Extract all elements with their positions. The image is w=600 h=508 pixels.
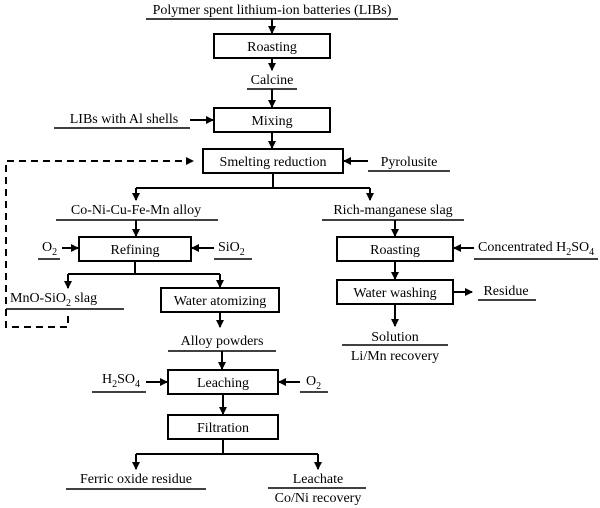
mixing-box bbox=[213, 107, 331, 133]
feed-label: Polymer spent lithium-ion batteries (LIB… bbox=[153, 3, 392, 18]
refining-label: Refining bbox=[111, 243, 160, 258]
alloy-label: Co-Ni-Cu-Fe-Mn alloy bbox=[71, 203, 201, 218]
recycle-loop-dashed bbox=[5, 160, 190, 328]
pyrolusite-label: Pyrolusite bbox=[381, 155, 438, 170]
al-shells-label: LIBs with Al shells bbox=[70, 112, 179, 127]
roasting-label: Roasting bbox=[247, 40, 297, 55]
sio2-label: SiO2 bbox=[218, 240, 245, 258]
water-washing-label: Water washing bbox=[353, 286, 436, 301]
calcine-label: Calcine bbox=[251, 73, 294, 88]
mn-slag-label: Rich-manganese slag bbox=[333, 203, 452, 218]
o2-refining-label: O2 bbox=[42, 240, 57, 258]
conc-acid-label: Concentrated H2SO4 bbox=[478, 240, 594, 258]
mno-slag-label: MnO-SiO2 slag bbox=[10, 291, 97, 309]
h2so4-label: H2SO4 bbox=[102, 372, 140, 390]
solution-label: Solution bbox=[371, 330, 418, 345]
smelting-label: Smelting reduction bbox=[220, 155, 327, 170]
filtration-box bbox=[167, 414, 279, 440]
filtration-label: Filtration bbox=[197, 421, 249, 436]
recycle-arrowhead bbox=[186, 157, 194, 165]
o2-leaching-label: O2 bbox=[306, 374, 321, 392]
leachate-label: Leachate bbox=[293, 472, 344, 487]
roasting-box bbox=[213, 33, 331, 59]
leaching-box bbox=[167, 369, 279, 395]
residue-label: Residue bbox=[483, 284, 528, 299]
water-atomizing-label: Water atomizing bbox=[174, 294, 267, 309]
ferric-label: Ferric oxide residue bbox=[80, 472, 192, 487]
li-mn-label: Li/Mn recovery bbox=[351, 349, 439, 364]
roasting2-label: Roasting bbox=[370, 243, 420, 258]
leaching-label: Leaching bbox=[197, 376, 249, 391]
alloy-powders-label: Alloy powders bbox=[181, 334, 264, 349]
co-ni-label: Co/Ni recovery bbox=[275, 491, 362, 506]
mixing-label: Mixing bbox=[251, 114, 292, 129]
